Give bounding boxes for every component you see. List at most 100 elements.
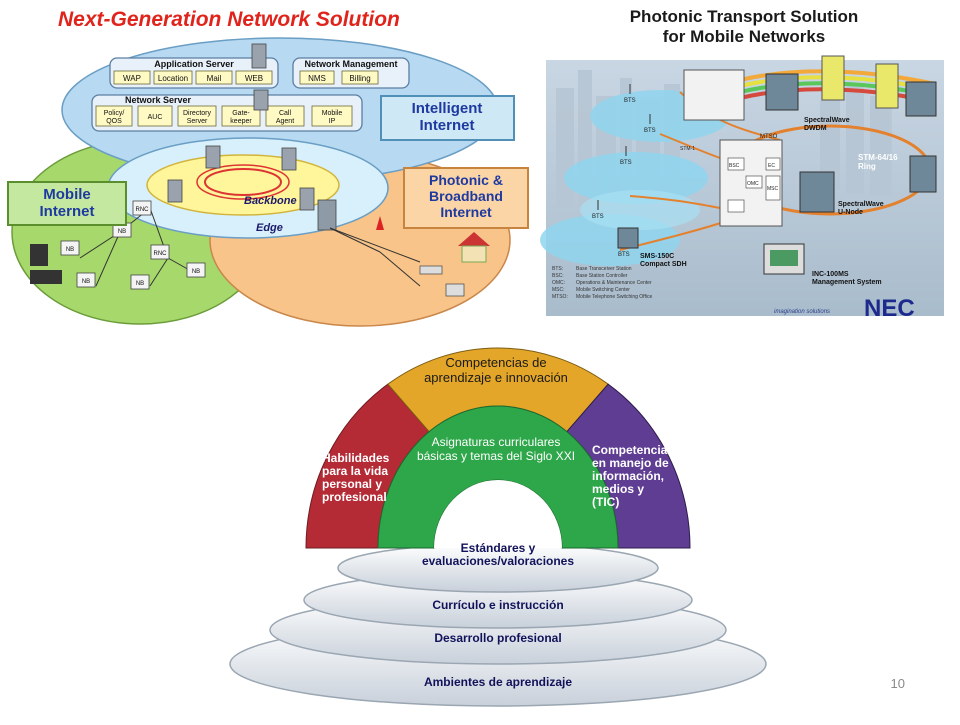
page-number: 10 (890, 676, 905, 691)
house-icon (461, 245, 487, 263)
ngn-title: Next-Generation Network Solution (58, 8, 400, 31)
app-server-item-label: WEB (245, 74, 263, 83)
laptop-icon (30, 270, 62, 284)
router-icon (205, 145, 221, 169)
bsc-label: BSC (729, 163, 740, 169)
bts-label: BTS (592, 214, 604, 220)
legend-abbr: MTSO: (552, 294, 568, 300)
ns-item-label: Policy/ (104, 110, 125, 117)
antenna-icon (376, 216, 384, 230)
tIntelligent-line: Intelligent (412, 100, 483, 117)
legend-text: Mobile Switching Center (576, 287, 630, 293)
nm-item-box (299, 70, 335, 85)
tRight-line: (TIC) (592, 495, 619, 509)
edge-router-icon (317, 199, 337, 231)
tInc-line: INC-100MS (812, 271, 849, 278)
dwdm-amplifier-icon (821, 55, 845, 101)
dwdm-rack-icon (765, 73, 799, 111)
router-icon (281, 147, 297, 171)
mtso-box-top (683, 69, 745, 121)
bsc-box (727, 199, 745, 213)
tPhotonic-line: Internet (440, 204, 492, 220)
ns-item-box (311, 105, 353, 127)
mtso-label: MTSO (760, 134, 778, 140)
router-icon (167, 179, 183, 203)
ec-box (765, 157, 781, 171)
photonic-internet-callout (403, 167, 529, 229)
tPhotonic-line: Broadband (429, 188, 503, 204)
tRight-line: en manejo de (592, 456, 669, 470)
node-label: NB (82, 279, 90, 285)
node-box (76, 272, 96, 288)
app-server-item-box (195, 70, 233, 85)
ns-item-label: Agent (276, 118, 294, 125)
modem-icon (419, 265, 443, 275)
node-label: NB (66, 247, 74, 253)
tUnode-line: U-Node (838, 209, 863, 216)
tPtsTitle-line: for Mobile Networks (663, 27, 825, 46)
dwdm-amplifier-icon (875, 63, 899, 109)
tUnode-line: SpectralWave (838, 201, 884, 208)
server-icon (251, 43, 267, 69)
tLeft-line: para la vida (322, 464, 388, 478)
network-management-label: Network Management (304, 59, 397, 69)
tDwdm-line: SpectralWave (804, 117, 850, 124)
app-server-item-label: Mail (207, 74, 222, 83)
app-server-item-box (113, 70, 151, 85)
node-label: RNC (154, 251, 168, 257)
app-server-item-box (153, 70, 193, 85)
ns-item-box (221, 105, 261, 127)
legend-text: Operations & Maintenance Center (576, 280, 652, 286)
stm1-label: STM-1 (680, 146, 695, 152)
tMobile-line: Internet (39, 203, 94, 220)
node-label: RNC (136, 207, 150, 213)
nm-item-label: NMS (308, 74, 326, 83)
nm-item-label: Billing (349, 74, 370, 83)
ns-item-label: AUC (148, 114, 163, 121)
ns-item-box (265, 105, 305, 127)
desarrollo-label: Desarrollo profesional (434, 631, 561, 645)
ec-label: EC (768, 163, 775, 169)
msc-box (765, 175, 781, 201)
ns-item-label: IP (329, 118, 336, 125)
tSms-line: Compact SDH (640, 261, 687, 268)
node-box (150, 244, 170, 260)
ns-item-label: Server (187, 118, 208, 125)
unode-rack-icon (909, 155, 937, 193)
tInc-line: Management System (812, 279, 882, 286)
ambientes-label: Ambientes de aprendizaje (424, 675, 572, 689)
legend-abbr: MSC: (552, 287, 565, 293)
tRing2-line: Desarrollo profesional (434, 631, 561, 645)
application-server-label: Application Server (154, 59, 234, 69)
nec-logo: NEC (864, 295, 915, 322)
tIntelligent-line: Internet (419, 117, 474, 134)
mobile-internet-callout (7, 181, 127, 226)
app-server-item-box (235, 70, 273, 85)
omc-label: OMC (747, 181, 759, 187)
legend-text: Mobile Telephone Switching Office (576, 294, 652, 300)
ns-item-label: QOS (106, 118, 122, 125)
tTop-line: aprendizaje e innovación (424, 370, 568, 385)
bts-label: BTS (624, 98, 636, 104)
node-box (130, 274, 150, 290)
ns-item-box (95, 105, 133, 127)
legend-text: Base Transceiver Station (576, 266, 632, 272)
tSms-line: SMS-150C (640, 253, 674, 260)
tMobile-line: Mobile (43, 186, 91, 203)
tCenter-line: Asignaturas curriculares (432, 435, 561, 449)
tCenter-line: básicas y temas del Siglo XXI (417, 449, 575, 463)
node-label: NB (136, 281, 144, 287)
house-roof-icon (458, 232, 490, 246)
